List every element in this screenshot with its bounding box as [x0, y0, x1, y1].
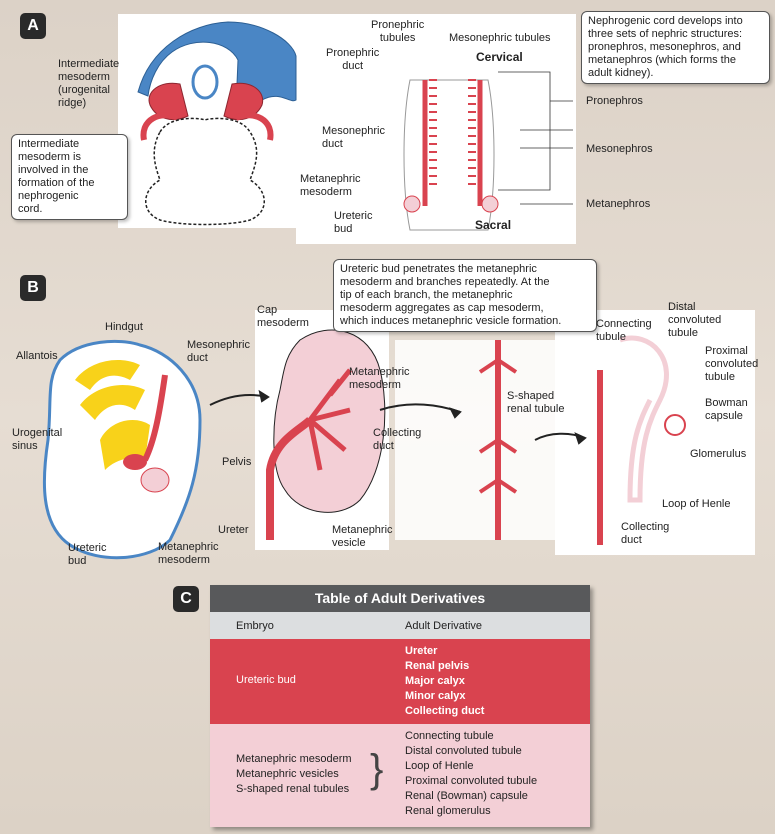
label-sacral: Sacral [475, 218, 512, 232]
label-cervical: Cervical [476, 50, 523, 64]
embryo-item: Metanephric mesoderm [236, 753, 352, 765]
label-pronephros: Pronephros [586, 95, 643, 107]
table-row: Ureteric bud Ureter Renal pelvis Major c… [210, 639, 590, 724]
label-loop-of-henle: Loop of Henle [662, 498, 731, 510]
label-ureter: Ureter [218, 524, 249, 536]
label-ureteric-bud-b: Ureteric bud [68, 542, 107, 567]
label-pronephric-duct: Pronephric duct [326, 47, 380, 72]
callout-nephrogenic-cord: Nephrogenic cord develops into three set… [581, 11, 770, 84]
panel-a-badge: A [20, 13, 46, 39]
derivative-item: Ureter [405, 645, 438, 657]
kidney-schematic [266, 329, 386, 540]
label-pronephric-tubules: Pronephric tubules [371, 19, 425, 44]
callout-intermediate-mesoderm: Intermediate mesoderm is involved in the… [11, 134, 128, 220]
panel-b-badge: B [20, 275, 46, 301]
label-mesonephros: Mesonephros [586, 143, 653, 155]
embryo-cell: Ureteric bud [236, 674, 296, 686]
derivative-item: Connecting tubule [405, 730, 494, 742]
table-row: Metanephric mesoderm Metanephric vesicle… [210, 724, 590, 827]
derivative-item: Renal glomerulus [405, 805, 491, 817]
derivative-item: Renal (Bowman) capsule [405, 790, 528, 802]
panel-c-badge: C [173, 586, 199, 612]
label-connecting-tubule: Connecting tubule [596, 318, 652, 343]
derivative-item: Major calyx [405, 675, 465, 687]
derivative-item: Distal convoluted tubule [405, 745, 522, 757]
label-mesonephric-duct-b: Mesonephric duct [187, 339, 250, 364]
brace-glyph: } [370, 747, 384, 791]
label-mesonephric-tubules: Mesonephric tubules [449, 32, 551, 44]
label-proximal-convoluted: Proximal convoluted tubule [705, 345, 759, 383]
derivative-item: Renal pelvis [405, 660, 470, 672]
derivatives-cell: Connecting tubule Distal convoluted tubu… [405, 729, 537, 819]
derivatives-cell: Ureter Renal pelvis Major calyx Minor ca… [405, 644, 484, 719]
label-ureteric-bud-a: Ureteric bud [334, 210, 373, 235]
label-distal-convoluted: Distal convoluted tubule [668, 301, 722, 339]
label-mesonephric-duct-a: Mesonephric duct [322, 125, 385, 150]
embryo-item: S-shaped renal tubules [236, 783, 350, 795]
label-bowman-capsule: Bowman capsule [705, 397, 748, 422]
nephrogenic-cord [403, 71, 573, 231]
derivative-item: Collecting duct [405, 705, 485, 717]
adult-derivatives-table: Table of Adult Derivatives Embryo Adult … [210, 585, 590, 827]
label-metanephric-mesoderm-a: Metanephric mesoderm [300, 173, 361, 198]
label-metanephric-vesicle: Metanephric vesicle [332, 524, 393, 549]
header-adult-derivative: Adult Derivative [405, 620, 483, 632]
label-collecting-duct-b2: Collecting duct [621, 521, 670, 546]
callout-ureteric-bud-branching: Ureteric bud penetrates the metanephric … [333, 259, 597, 332]
derivative-item: Minor calyx [405, 690, 466, 702]
collecting-duct-tree [478, 335, 686, 545]
header-embryo: Embryo [236, 620, 274, 632]
embryo-cell: Metanephric mesoderm Metanephric vesicle… [236, 752, 352, 797]
label-hindgut: Hindgut [105, 321, 143, 333]
hindgut-embryo [42, 339, 202, 560]
label-metanephric-mesoderm-b1: Metanephric mesoderm [158, 541, 219, 566]
embryo-cross-section [137, 21, 297, 226]
label-pelvis: Pelvis [222, 456, 252, 468]
table-title: Table of Adult Derivatives [210, 585, 590, 612]
label-collecting-duct-b1: Collecting duct [373, 427, 422, 452]
label-allantois: Allantois [16, 350, 58, 362]
label-cap-mesoderm: Cap mesoderm [257, 304, 309, 329]
embryo-item: Metanephric vesicles [236, 768, 339, 780]
derivative-item: Loop of Henle [405, 760, 474, 772]
table-header-row: Embryo Adult Derivative [210, 612, 590, 639]
label-metanephric-mesoderm-b2: Metanephric mesoderm [349, 366, 410, 391]
derivative-item: Proximal convoluted tubule [405, 775, 538, 787]
label-intermediate-mesoderm: Intermediate mesoderm (urogenital ridge) [58, 58, 120, 109]
label-metanephros: Metanephros [586, 198, 651, 210]
label-s-shaped-tubule: S-shaped renal tubule [507, 390, 565, 415]
label-urogenital-sinus: Urogenital sinus [12, 427, 63, 452]
label-glomerulus: Glomerulus [690, 448, 747, 460]
